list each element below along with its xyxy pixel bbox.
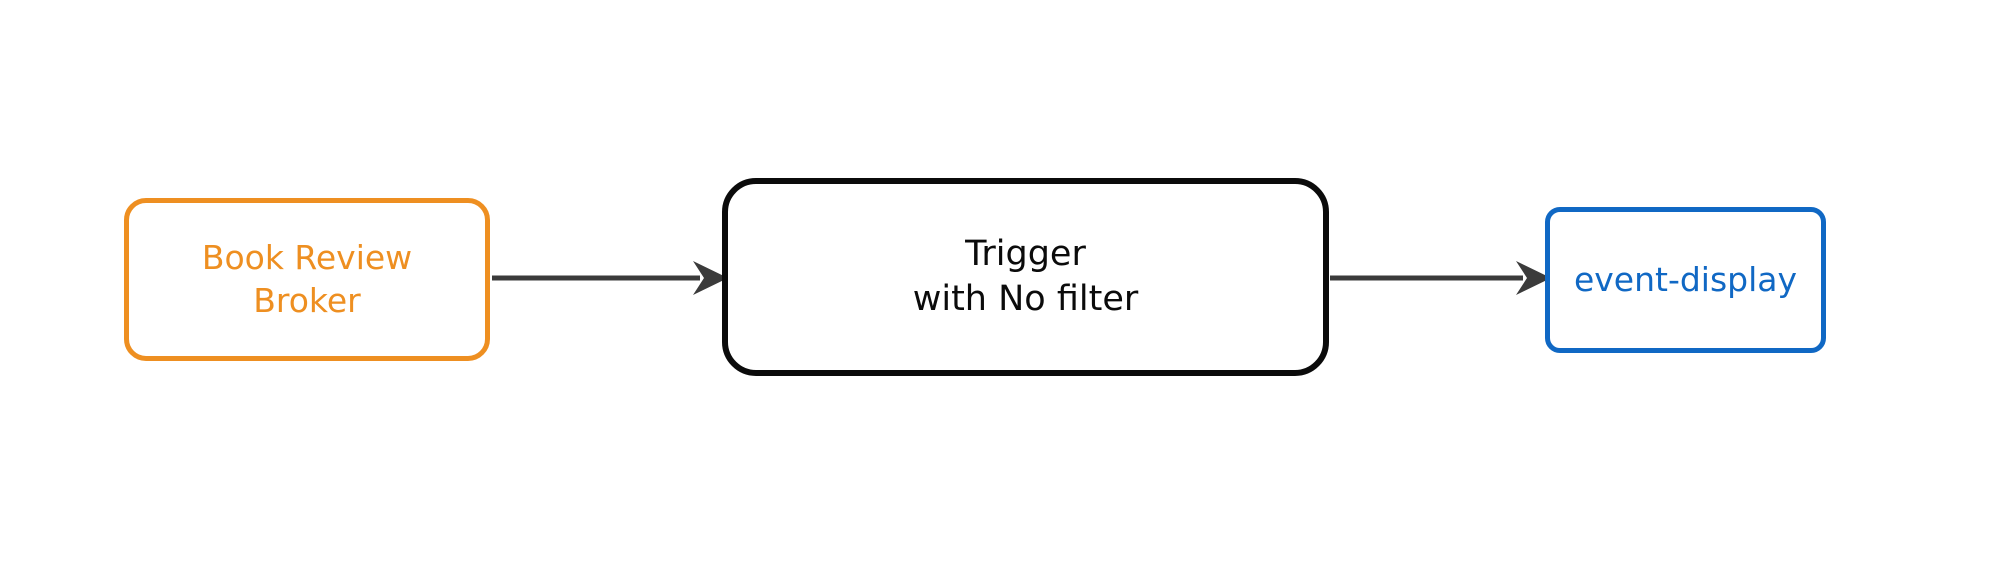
node-book-review-broker[interactable]: Book Review Broker <box>124 198 490 361</box>
node-sink-label: event-display <box>1573 259 1798 299</box>
arrowhead-icon <box>1516 261 1551 295</box>
edge-trigger-to-sink-arrow <box>1330 261 1551 295</box>
edge-broker-to-trigger <box>492 258 728 298</box>
node-trigger-label: Trigger with No filter <box>912 233 1139 320</box>
arrowhead-icon <box>693 261 728 295</box>
node-event-display[interactable]: event-display <box>1545 207 1826 353</box>
node-trigger-with-no-filter[interactable]: Trigger with No filter <box>722 178 1329 376</box>
edge-trigger-to-sink <box>1330 258 1551 298</box>
edge-broker-to-trigger-arrow <box>492 261 728 295</box>
node-broker-label: Book Review Broker <box>201 237 413 320</box>
